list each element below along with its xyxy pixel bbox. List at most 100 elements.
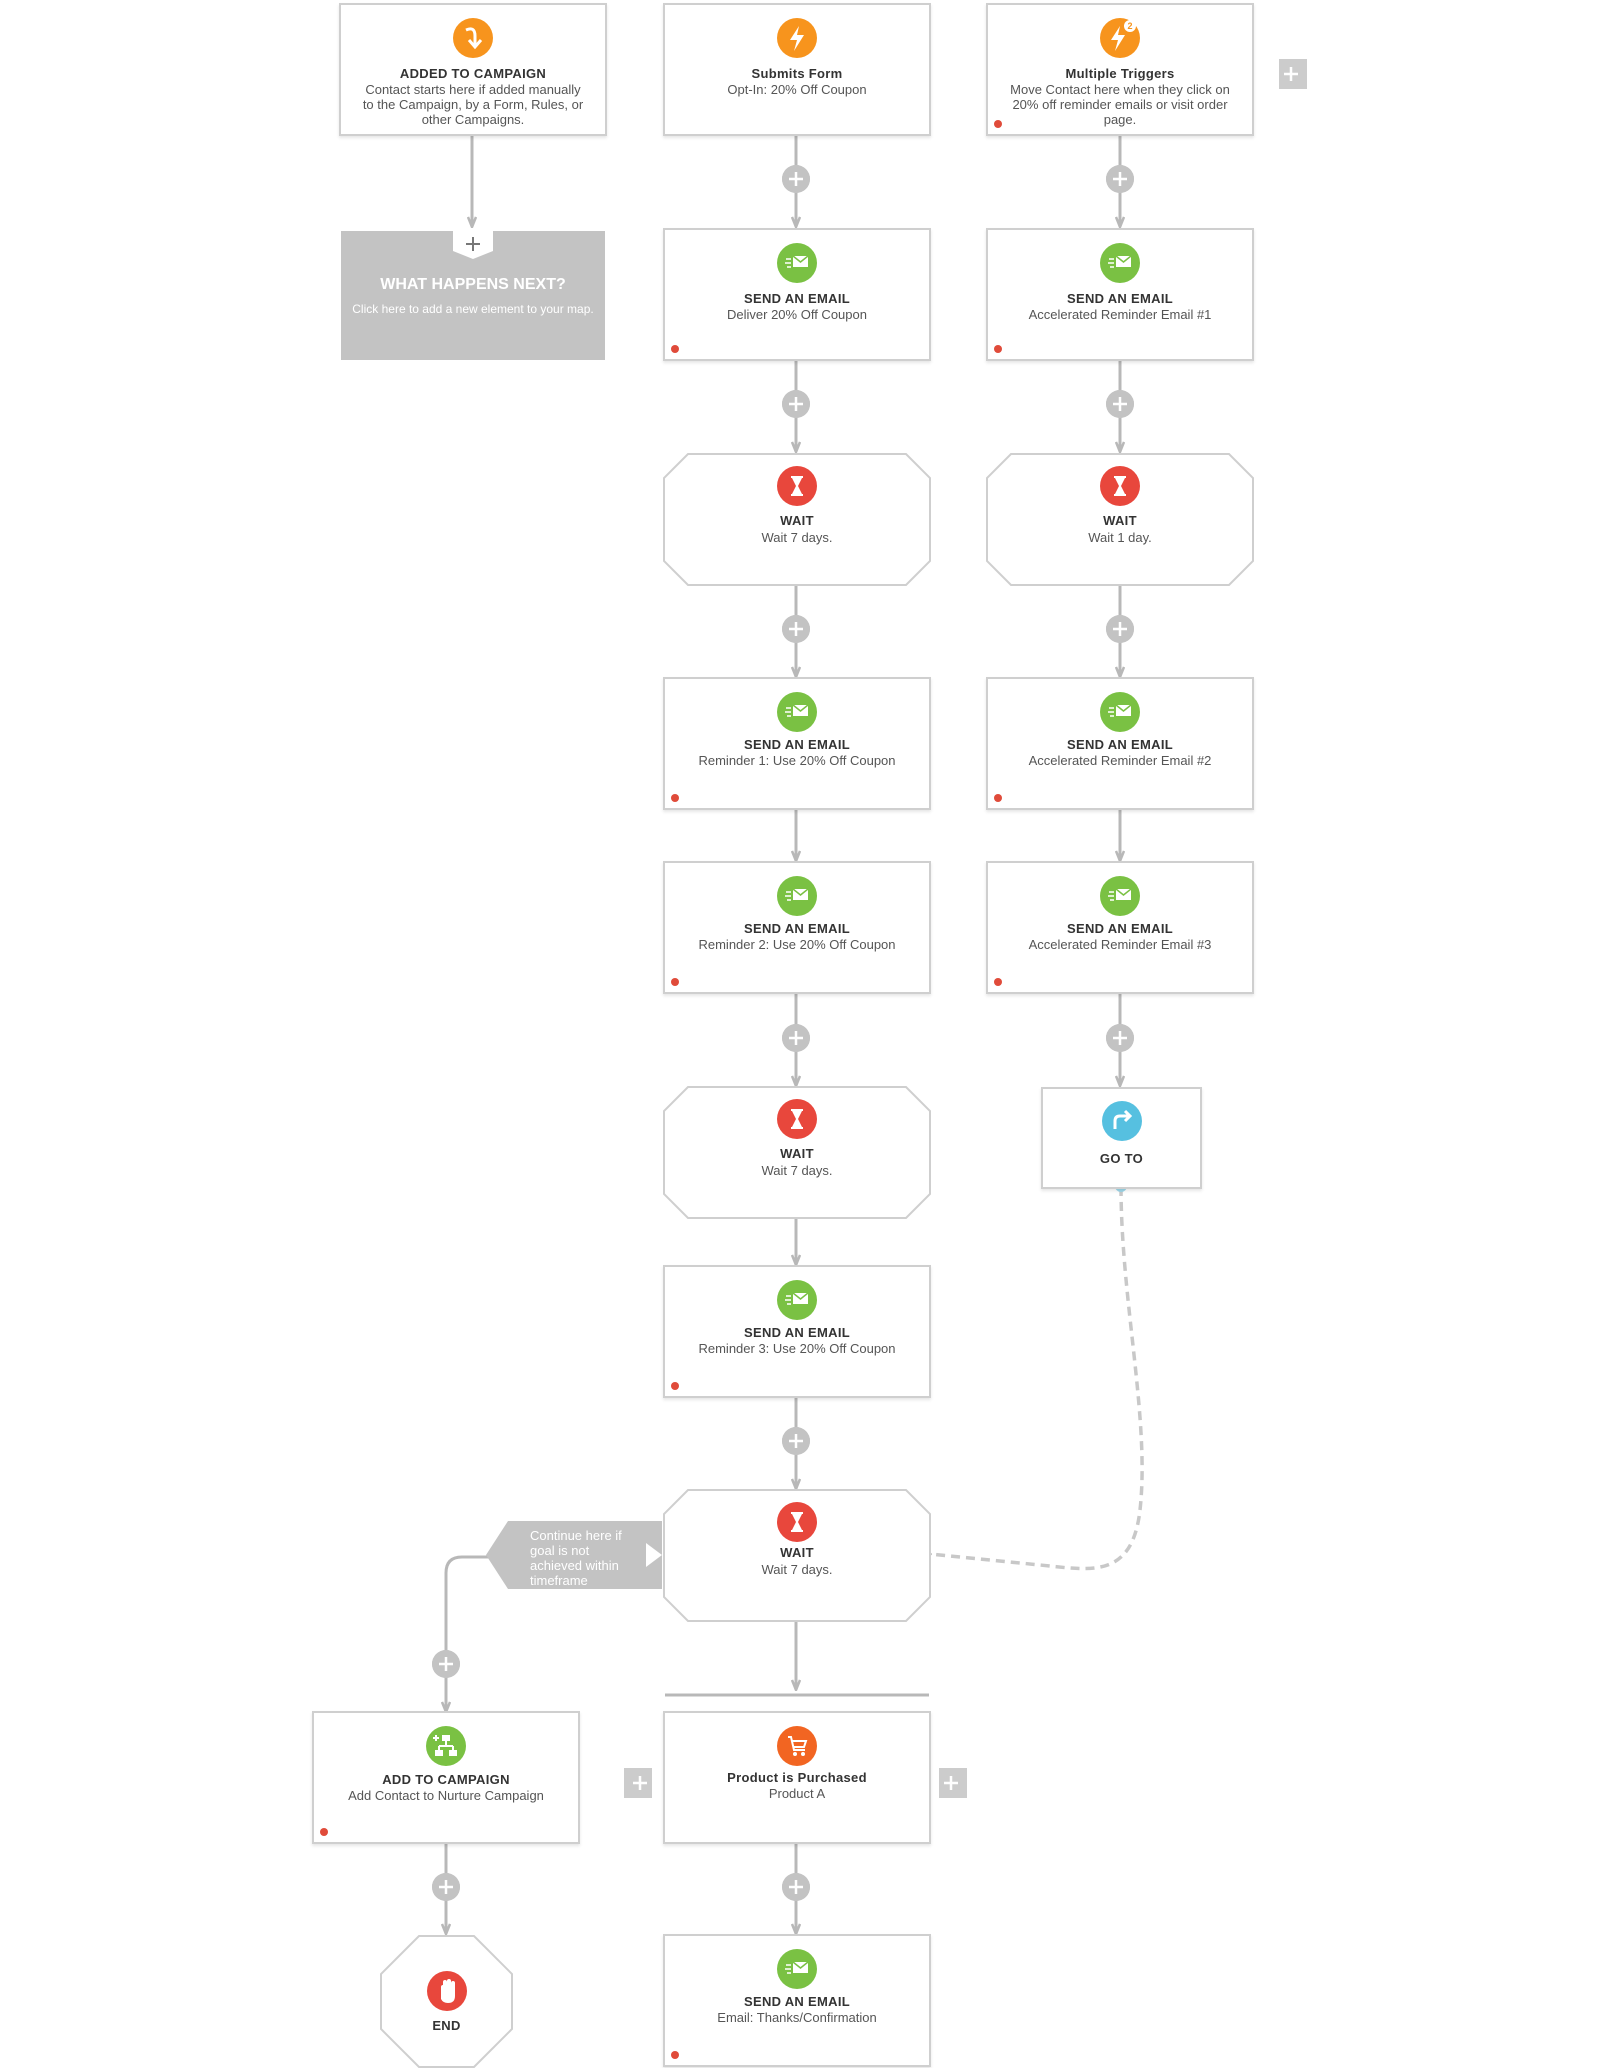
wait-node-7-days-b[interactable]: WAIT Wait 7 days. bbox=[663, 1086, 931, 1219]
email-node-reminder-2[interactable]: SEND AN EMAIL Reminder 2: Use 20% Off Co… bbox=[663, 861, 931, 994]
node-description: Product A bbox=[768, 1786, 826, 1801]
trigger-node-submits-form[interactable]: Submits Form Opt-In: 20% Off Coupon bbox=[663, 3, 931, 136]
add-to-campaign-icon bbox=[426, 1726, 466, 1766]
hourglass-icon bbox=[777, 1099, 817, 1139]
add-step-button[interactable] bbox=[1106, 165, 1134, 193]
plus-icon bbox=[782, 1427, 810, 1455]
goto-return-connector bbox=[930, 1186, 1144, 1571]
node-description: Accelerated Reminder Email #2 bbox=[1028, 753, 1212, 768]
email-node-accelerated-2[interactable]: SEND AN EMAIL Accelerated Reminder Email… bbox=[986, 677, 1254, 810]
plus-icon bbox=[782, 390, 810, 418]
goto-node[interactable]: GO TO bbox=[1041, 1087, 1202, 1189]
plus-icon bbox=[1106, 390, 1134, 418]
email-icon bbox=[777, 1949, 817, 1989]
wait-node-1-day[interactable]: WAIT Wait 1 day. bbox=[986, 453, 1254, 586]
lightning-multi-icon: 2 bbox=[1100, 18, 1140, 58]
node-title: SEND AN EMAIL bbox=[744, 737, 850, 752]
start-node-added-to-campaign[interactable]: ADDED TO CAMPAIGN Contact starts here if… bbox=[339, 3, 607, 136]
node-description: Wait 7 days. bbox=[761, 1562, 833, 1577]
add-step-button[interactable] bbox=[782, 1024, 810, 1052]
lightning-icon bbox=[777, 18, 817, 58]
node-title: Submits Form bbox=[751, 66, 843, 81]
email-icon bbox=[1100, 243, 1140, 283]
wait-node-7-days-a[interactable]: WAIT Wait 7 days. bbox=[663, 453, 931, 586]
goal-timeout-label[interactable]: Continue here if goal is not achieved wi… bbox=[486, 1521, 662, 1589]
node-description: Contact starts here if added manually to… bbox=[362, 82, 584, 127]
add-goal-left-button[interactable] bbox=[624, 1768, 652, 1798]
goto-arrow-icon bbox=[1101, 1101, 1142, 1141]
placeholder-title: WHAT HAPPENS NEXT? bbox=[380, 276, 566, 293]
node-title: SEND AN EMAIL bbox=[1067, 737, 1173, 752]
connector bbox=[446, 1555, 502, 1712]
node-title: Multiple Triggers bbox=[1065, 66, 1175, 81]
node-title: WAIT bbox=[780, 513, 814, 528]
add-to-campaign-node[interactable]: ADD TO CAMPAIGN Add Contact to Nurture C… bbox=[312, 1711, 580, 1844]
plus-icon bbox=[624, 1768, 652, 1798]
add-step-button[interactable] bbox=[1106, 615, 1134, 643]
node-description: Wait 7 days. bbox=[761, 530, 833, 545]
plus-icon bbox=[782, 615, 810, 643]
node-description: Reminder 3: Use 20% Off Coupon bbox=[698, 1341, 896, 1356]
node-title: WAIT bbox=[780, 1545, 814, 1560]
add-step-button[interactable] bbox=[782, 1427, 810, 1455]
add-step-button[interactable] bbox=[782, 390, 810, 418]
add-step-button[interactable] bbox=[432, 1873, 460, 1901]
email-icon bbox=[777, 692, 817, 732]
email-icon bbox=[1100, 876, 1140, 916]
email-node-thanks-confirmation[interactable]: SEND AN EMAIL Email: Thanks/Confirmation bbox=[663, 1934, 931, 2067]
email-node-reminder-3[interactable]: SEND AN EMAIL Reminder 3: Use 20% Off Co… bbox=[663, 1265, 931, 1398]
goal-node-product-purchased[interactable]: Product is Purchased Product A bbox=[663, 1711, 931, 1844]
add-step-button[interactable] bbox=[782, 165, 810, 193]
add-goal-right-button[interactable] bbox=[939, 1768, 967, 1798]
status-dot bbox=[671, 2051, 679, 2059]
node-title: WAIT bbox=[780, 1146, 814, 1161]
status-dot bbox=[994, 345, 1002, 353]
status-dot bbox=[320, 1828, 328, 1836]
node-description: Email: Thanks/Confirmation bbox=[717, 2010, 877, 2025]
node-title: SEND AN EMAIL bbox=[744, 291, 850, 306]
node-title: Product is Purchased bbox=[727, 1770, 867, 1785]
node-description: Reminder 1: Use 20% Off Coupon bbox=[698, 753, 896, 768]
email-node-reminder-1[interactable]: SEND AN EMAIL Reminder 1: Use 20% Off Co… bbox=[663, 677, 931, 810]
plus-icon bbox=[1106, 165, 1134, 193]
email-node-deliver-coupon[interactable]: SEND AN EMAIL Deliver 20% Off Coupon bbox=[663, 228, 931, 361]
node-description: Opt-In: 20% Off Coupon bbox=[727, 82, 867, 97]
goal-timeout-text: Continue here if goal is not achieved wi… bbox=[530, 1528, 622, 1588]
add-step-button[interactable] bbox=[782, 615, 810, 643]
node-description: Wait 1 day. bbox=[1088, 530, 1152, 545]
email-node-accelerated-3[interactable]: SEND AN EMAIL Accelerated Reminder Email… bbox=[986, 861, 1254, 994]
add-step-button[interactable] bbox=[782, 1873, 810, 1901]
arrow-down-icon bbox=[453, 18, 493, 58]
node-description: Deliver 20% Off Coupon bbox=[727, 307, 867, 322]
placeholder-description: Click here to add a new element to your … bbox=[352, 302, 594, 316]
node-description: Move Contact here when they click on 20%… bbox=[1010, 82, 1230, 127]
node-title: SEND AN EMAIL bbox=[744, 1325, 850, 1340]
plus-icon bbox=[782, 1024, 810, 1052]
status-dot bbox=[994, 978, 1002, 986]
node-title: SEND AN EMAIL bbox=[744, 1994, 850, 2009]
add-step-button[interactable] bbox=[1106, 390, 1134, 418]
status-dot bbox=[671, 345, 679, 353]
plus-icon bbox=[939, 1768, 967, 1798]
email-icon bbox=[777, 243, 817, 283]
svg-text:2: 2 bbox=[1127, 21, 1132, 31]
node-title: ADDED TO CAMPAIGN bbox=[399, 66, 547, 81]
add-step-button[interactable] bbox=[432, 1650, 460, 1678]
wait-node-7-days-c[interactable]: WAIT Wait 7 days. bbox=[663, 1489, 931, 1622]
status-dot bbox=[671, 978, 679, 986]
end-node[interactable]: END bbox=[380, 1935, 513, 2068]
plus-icon bbox=[1279, 59, 1307, 89]
status-dot bbox=[671, 794, 679, 802]
email-node-accelerated-1[interactable]: SEND AN EMAIL Accelerated Reminder Email… bbox=[986, 228, 1254, 361]
email-icon bbox=[777, 876, 817, 916]
plus-icon bbox=[782, 165, 810, 193]
add-step-button[interactable] bbox=[1106, 1024, 1134, 1052]
trigger-node-multiple-triggers[interactable]: 2 Multiple Triggers Move Contact here wh… bbox=[986, 3, 1254, 136]
plus-icon bbox=[1106, 1024, 1134, 1052]
hourglass-icon bbox=[777, 466, 817, 506]
add-element-tab[interactable] bbox=[453, 231, 493, 259]
node-description: Accelerated Reminder Email #3 bbox=[1028, 937, 1212, 952]
node-title: GO TO bbox=[1099, 1151, 1144, 1166]
what-happens-next-placeholder[interactable]: WHAT HAPPENS NEXT? Click here to add a n… bbox=[341, 231, 605, 360]
add-column-button[interactable] bbox=[1279, 59, 1307, 89]
